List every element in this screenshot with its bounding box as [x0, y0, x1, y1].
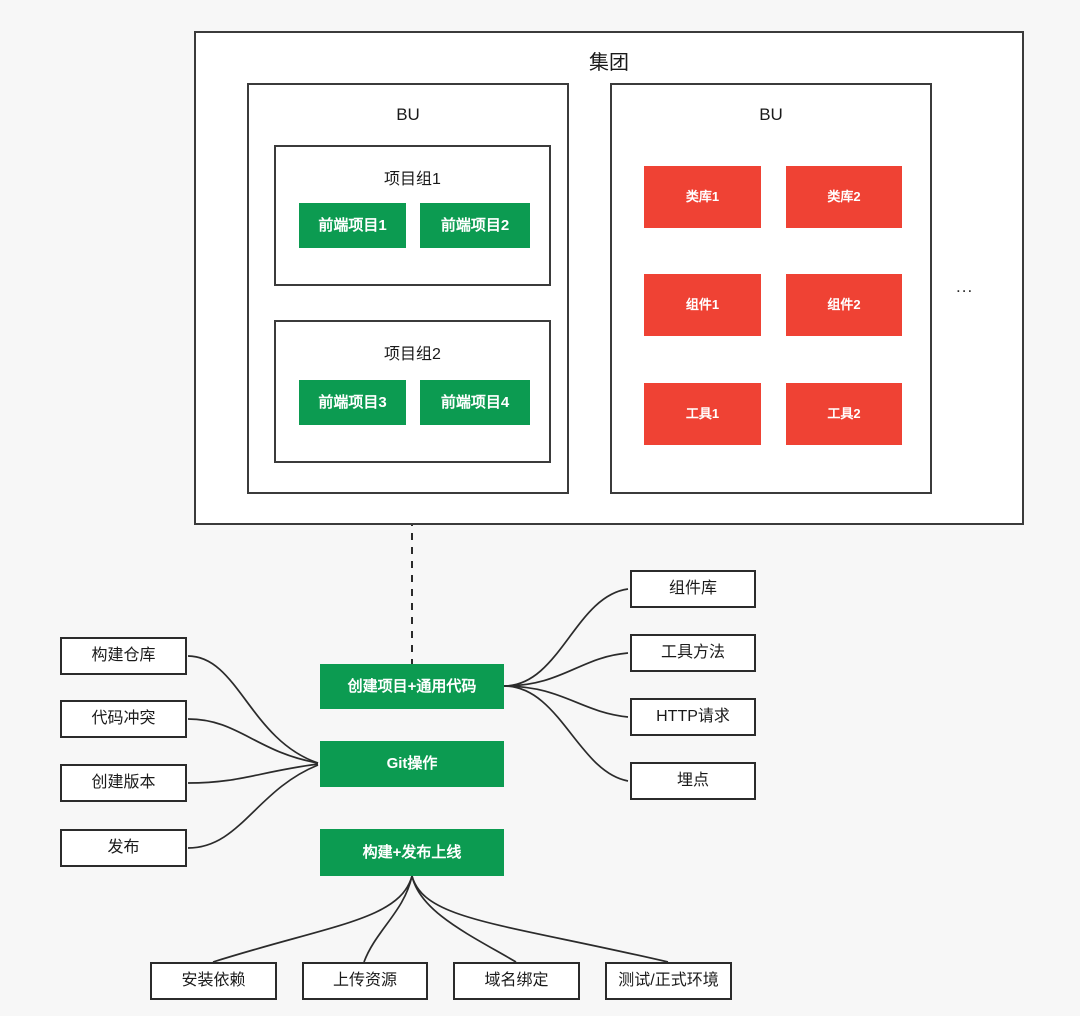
- topic-box-tool-methods[interactable]: 工具方法: [630, 634, 756, 672]
- asset-box-tool-2[interactable]: 工具2: [786, 383, 902, 445]
- asset-box-library-1[interactable]: 类库1: [644, 166, 761, 228]
- bu-2-title: BU: [759, 105, 783, 124]
- edge-create-project-to-tool-method: [503, 652, 629, 687]
- more-bus-ellipsis: ...: [956, 277, 974, 296]
- process-box-git-operations[interactable]: Git操作: [320, 741, 504, 787]
- edge-code-conflict-to-git: [187, 718, 319, 764]
- topic-box-upload-assets[interactable]: 上传资源: [302, 962, 428, 1000]
- topic-box-environments[interactable]: 测试/正式环境: [605, 962, 732, 1000]
- asset-box-component-1[interactable]: 组件1: [644, 274, 761, 336]
- asset-box-component-2[interactable]: 组件2: [786, 274, 902, 336]
- org-title: 集团: [589, 52, 629, 74]
- edge-build-publish-to-upload-assets: [363, 875, 413, 963]
- edge-build-publish-to-domain-binding: [411, 875, 517, 963]
- process-box-create-project[interactable]: 创建项目+通用代码: [320, 664, 504, 709]
- project-group-1-title: 项目组1: [384, 171, 441, 188]
- project-box-frontend-4[interactable]: 前端项目4: [420, 380, 530, 425]
- asset-box-library-2[interactable]: 类库2: [786, 166, 902, 228]
- edge-create-project-to-component-lib: [503, 588, 629, 687]
- edge-build-publish-to-environments: [411, 875, 669, 963]
- topic-box-install-dependencies[interactable]: 安装依赖: [150, 962, 277, 1000]
- topic-box-component-library[interactable]: 组件库: [630, 570, 756, 608]
- edge-publish-to-git: [187, 764, 319, 849]
- project-group-2-title: 项目组2: [384, 346, 441, 363]
- project-box-frontend-3[interactable]: 前端项目3: [299, 380, 406, 425]
- topic-box-tracking[interactable]: 埋点: [630, 762, 756, 800]
- topic-box-create-version[interactable]: 创建版本: [60, 764, 187, 802]
- edge-create-project-to-tracking: [503, 685, 629, 782]
- topic-box-build-repository[interactable]: 构建仓库: [60, 637, 187, 675]
- bu-1-title: BU: [396, 105, 420, 124]
- topic-box-domain-binding[interactable]: 域名绑定: [453, 962, 580, 1000]
- asset-box-tool-1[interactable]: 工具1: [644, 383, 761, 445]
- topic-box-code-conflict[interactable]: 代码冲突: [60, 700, 187, 738]
- edge-build-publish-to-install-deps: [212, 875, 413, 963]
- process-box-build-publish[interactable]: 构建+发布上线: [320, 829, 504, 876]
- project-box-frontend-1[interactable]: 前端项目1: [299, 203, 406, 248]
- topic-box-http-request[interactable]: HTTP请求: [630, 698, 756, 736]
- edge-create-version-to-git: [187, 763, 319, 784]
- edge-build-repo-to-git: [187, 655, 319, 764]
- topic-box-publish[interactable]: 发布: [60, 829, 187, 867]
- edge-create-project-to-http-request: [503, 685, 629, 718]
- project-box-frontend-2[interactable]: 前端项目2: [420, 203, 530, 248]
